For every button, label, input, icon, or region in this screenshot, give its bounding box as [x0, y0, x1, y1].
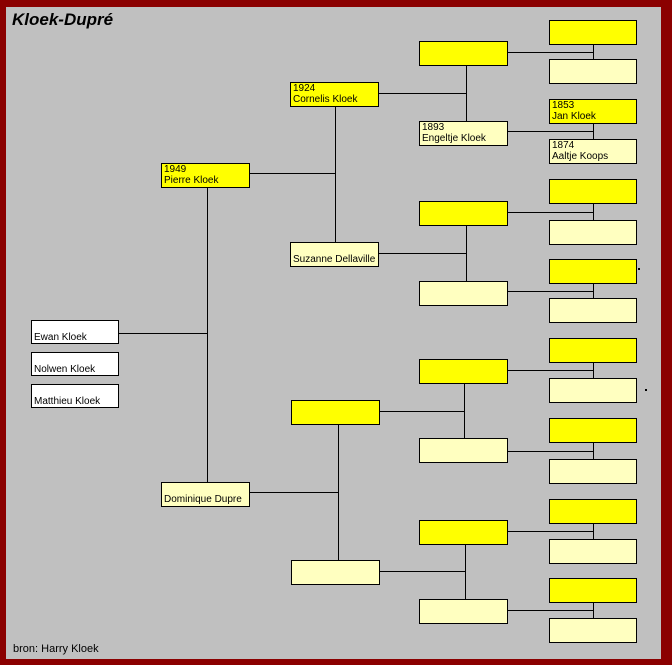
connector-line — [593, 284, 594, 298]
person-box-engeltje-kloek: 1893 Engeltje Kloek — [419, 121, 508, 146]
ancestor-box-empty — [549, 259, 637, 284]
connector-line — [338, 425, 339, 560]
person-name-text: Nolwen Kloek — [34, 364, 96, 375]
chart-title: Kloek-Dupré — [12, 10, 114, 29]
connector-line — [508, 451, 593, 452]
person-box-aaltje-koops: 1874 Aaltje Koops — [549, 139, 637, 164]
ancestor-box-empty — [549, 378, 637, 403]
ancestor-box-empty — [549, 338, 637, 363]
connector-line — [508, 131, 593, 132]
person-box-suzanne-dellaville: Suzanne Dellaville — [290, 242, 379, 267]
connector-line — [508, 212, 593, 213]
ancestor-box-empty — [549, 220, 637, 245]
ancestor-box-empty — [549, 459, 637, 484]
person-name-text: Cornelis Kloek — [293, 94, 358, 105]
connector-line — [335, 107, 336, 242]
person-box-ewan-kloek: Ewan Kloek — [31, 320, 119, 344]
connector-line — [508, 531, 593, 532]
connector-line — [593, 363, 594, 378]
family-trunk-line — [207, 188, 208, 482]
frame-border — [0, 0, 6, 665]
person-name-text: Engeltje Kloek — [422, 133, 486, 144]
ancestor-box-empty — [549, 418, 637, 443]
ancestor-box-empty — [549, 20, 637, 45]
connector-line — [379, 411, 464, 412]
frame-border — [0, 0, 672, 7]
birth-year-text: 1874 — [552, 140, 575, 151]
ancestor-box-empty — [549, 179, 637, 204]
connector-line — [593, 124, 594, 139]
person-name-text: Matthieu Kloek — [34, 396, 101, 407]
person-name-text: Pierre Kloek — [164, 175, 219, 186]
ancestor-box-empty — [419, 201, 508, 226]
stray-mark — [638, 268, 640, 270]
ancestor-box-empty — [549, 578, 637, 603]
person-name-text: Jan Kloek — [552, 111, 596, 122]
ancestor-box-empty — [419, 599, 508, 624]
ancestor-box-empty — [549, 618, 637, 643]
ancestor-box-empty — [291, 560, 380, 585]
ancestor-box-empty — [419, 41, 508, 66]
person-box-cornelis-kloek: 1924 Cornelis Kloek — [290, 82, 379, 107]
source-caption: bron: Harry Kloek — [13, 643, 99, 655]
connector-line — [508, 52, 593, 53]
connector-line — [593, 45, 594, 59]
person-box-jan-kloek: 1853 Jan Kloek — [549, 99, 637, 124]
ancestor-box-empty — [549, 298, 637, 323]
connector-line — [379, 253, 467, 254]
connector-line — [508, 370, 593, 371]
frame-border — [661, 0, 672, 665]
frame-border — [0, 659, 672, 665]
person-box-pierre-kloek: 1949 Pierre Kloek — [161, 163, 250, 188]
person-box-nolwen-kloek: Nolwen Kloek — [31, 352, 119, 376]
connector-line — [464, 384, 465, 438]
connector-line — [119, 333, 207, 334]
connector-line — [466, 66, 467, 121]
connector-line — [379, 571, 465, 572]
ancestor-box-empty — [419, 438, 508, 463]
stray-mark — [645, 389, 647, 391]
birth-year-text: 1893 — [422, 122, 445, 133]
birth-year-text: 1949 — [164, 164, 187, 175]
ancestor-box-empty — [419, 520, 508, 545]
connector-line — [593, 204, 594, 220]
connector-line — [508, 291, 593, 292]
person-name-text: Ewan Kloek — [34, 332, 87, 343]
person-box-dominique-dupre: Dominique Dupre — [161, 482, 250, 507]
connector-line — [379, 93, 467, 94]
ancestor-box-empty — [549, 59, 637, 84]
connector-line — [593, 603, 594, 618]
ancestor-box-empty — [419, 281, 508, 306]
connector-line — [250, 492, 338, 493]
person-name-text: Dominique Dupre — [164, 494, 242, 505]
connector-line — [593, 524, 594, 539]
ancestor-box-empty — [419, 359, 508, 384]
ancestor-box-empty — [291, 400, 380, 425]
connector-line — [250, 173, 335, 174]
connector-line — [593, 443, 594, 459]
connector-line — [508, 610, 593, 611]
ancestor-box-empty — [549, 499, 637, 524]
connector-line — [466, 226, 467, 281]
birth-year-text: 1853 — [552, 100, 575, 111]
birth-year-text: 1924 — [293, 83, 316, 94]
connector-line — [465, 545, 466, 599]
person-box-matthieu-kloek: Matthieu Kloek — [31, 384, 119, 408]
ancestor-box-empty — [549, 539, 637, 564]
person-name-text: Suzanne Dellaville — [293, 254, 376, 265]
person-name-text: Aaltje Koops — [552, 151, 609, 162]
